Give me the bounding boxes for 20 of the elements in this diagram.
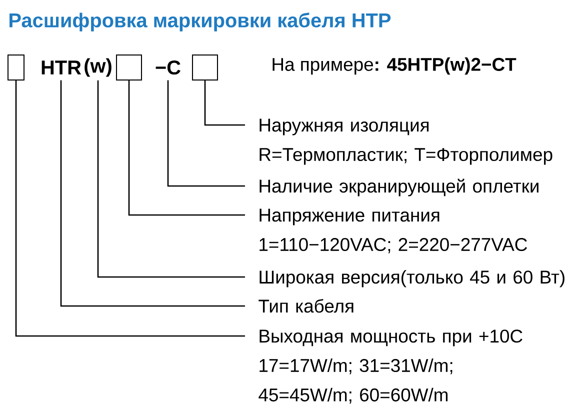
leader-line [60,80,245,307]
blank-box [8,54,24,80]
description-text: Выходная мощность при +10C 17=17W/m; 31=31W/m; 45=45W/m; 60=60W/m [258,330,522,404]
code-text: (w) [84,58,112,77]
description-text: Тип кабеля [258,298,354,313]
leader-line [204,80,245,126]
description-text: Напряжение питания 1=110−120VAC; 2=220−277VAC [260,208,527,254]
code-text: −C [156,60,180,75]
title: Расшифровка маркировки кабеля HTP [10,12,391,32]
description-text: Наружняя изоляция R=Термопластик; T=Фторполимер [260,118,552,165]
description-text: Широкая версия(только 45 и 60 Вт) [260,270,564,288]
description-text: Наличие экранирующей оплетки [260,178,538,196]
leader-line [15,80,245,337]
leader-line [167,80,245,187]
leader-line [97,80,245,278]
code-text: HTR [42,60,82,74]
blank-box [192,54,218,80]
example-text: На примере: 45HTP(w)2−CT [272,57,516,75]
blank-box [116,54,142,80]
leader-line [128,80,245,216]
